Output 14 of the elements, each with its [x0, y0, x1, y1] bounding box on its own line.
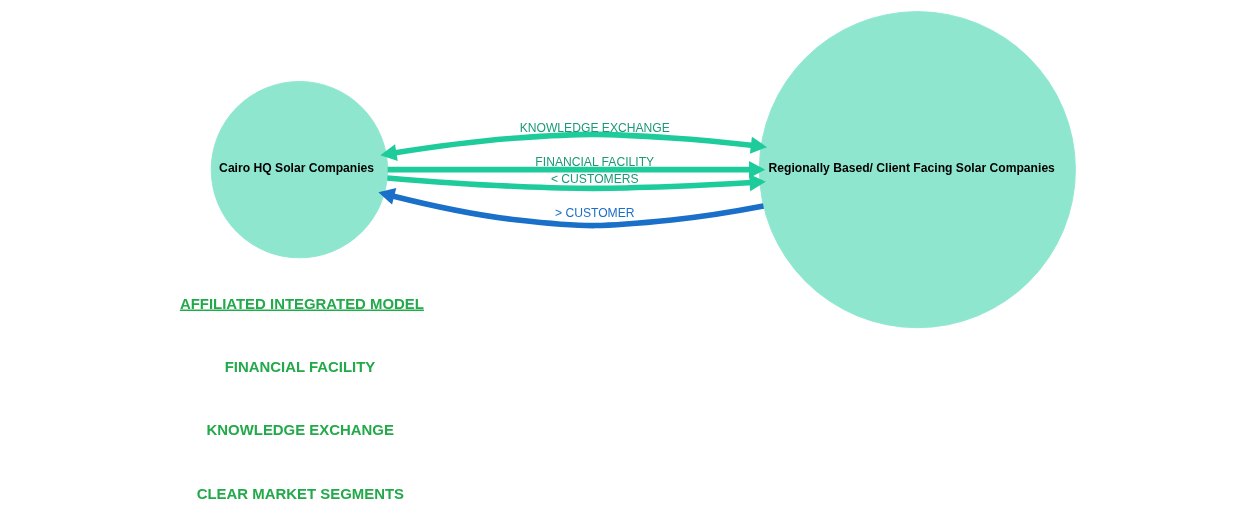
- edge-label: KNOWLEDGE EXCHANGE: [519, 120, 670, 135]
- arrow: [380, 131, 768, 161]
- arrow: [387, 161, 766, 179]
- arrow: [378, 188, 764, 229]
- node-circle: Regionally Based/ Client Facing Solar Companies: [758, 11, 1076, 329]
- edge-label: > CUSTOMER: [554, 205, 635, 220]
- arrow: [387, 174, 766, 192]
- label: FINANCIAL FACILITY: [224, 357, 376, 375]
- edge-label: < CUSTOMERS: [550, 172, 639, 187]
- label: KNOWLEDGE EXCHANGE: [206, 421, 394, 439]
- edge-label: FINANCIAL FACILITY: [535, 155, 655, 170]
- node-circle: Cairo HQ Solar Companies: [210, 81, 389, 259]
- label: AFFILIATED INTEGRATED MODEL: [179, 294, 424, 312]
- label: CLEAR MARKET SEGMENTS: [196, 484, 404, 502]
